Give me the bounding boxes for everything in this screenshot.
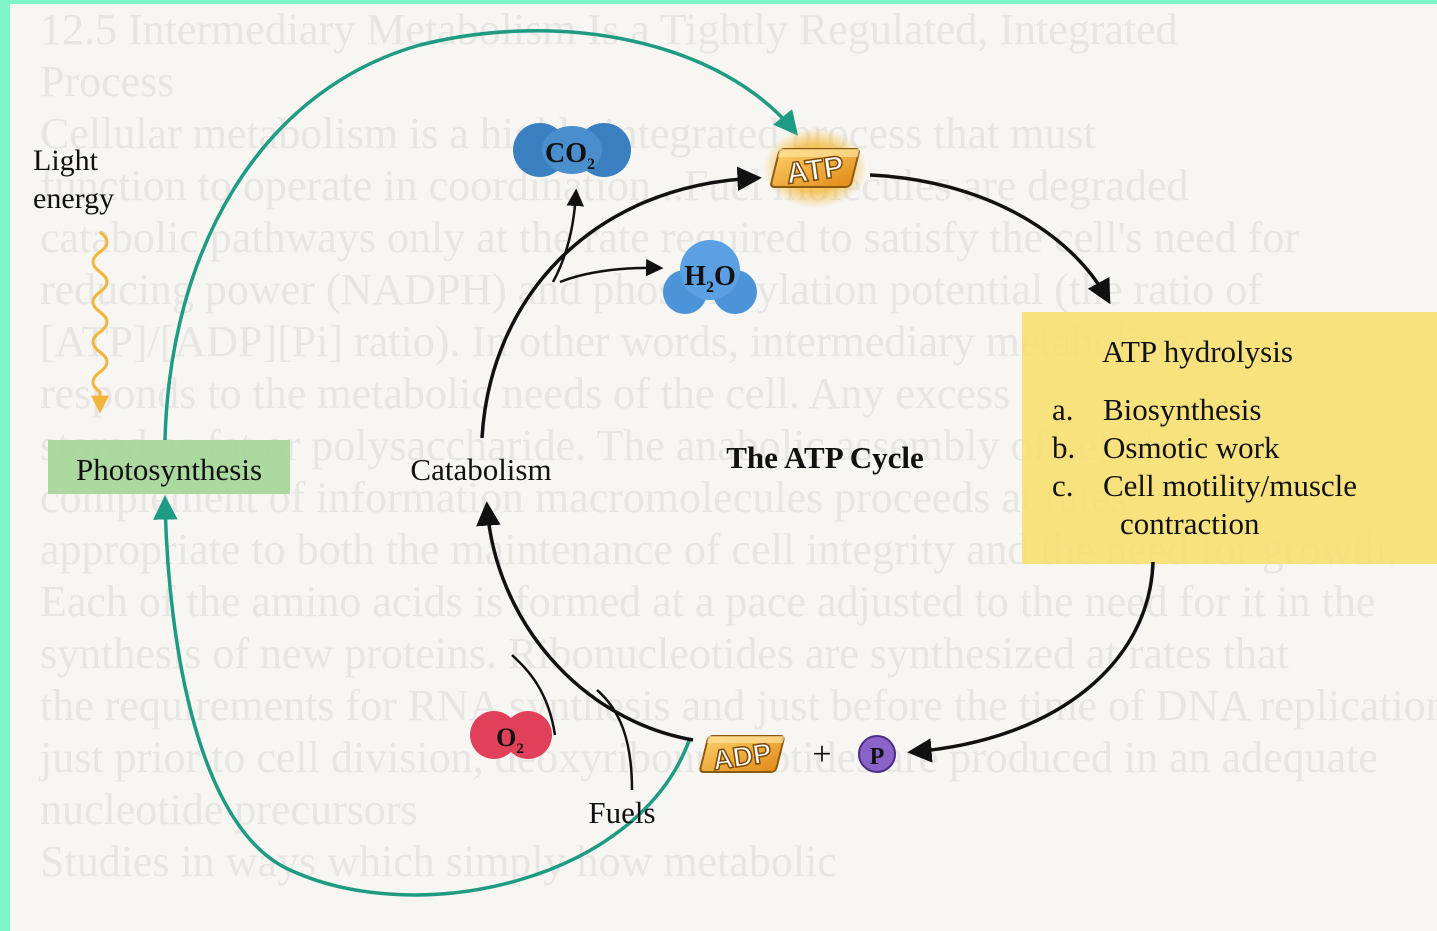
cycle-title: The ATP Cycle <box>726 440 923 475</box>
hydrolysis-item-b-letter: b. <box>1052 430 1075 465</box>
h2o-label: H2O <box>684 261 736 296</box>
phosphate-label: P <box>870 744 885 770</box>
hydrolysis-item-a-text: Biosynthesis <box>1103 392 1261 427</box>
hydrolysis-item-c-letter: c. <box>1052 468 1074 503</box>
atp-block-icon <box>763 128 867 208</box>
fuels-label: Fuels <box>588 795 655 830</box>
to-co2-arrow <box>551 188 584 283</box>
o2-molecule <box>470 711 552 759</box>
catabolism-to-atp-arrow <box>480 166 762 439</box>
photosynthesis-box <box>48 440 290 494</box>
fuels-input-line <box>596 689 634 791</box>
o2-label: O2 <box>496 723 524 757</box>
hydrolysis-heading: ATP hydrolysis <box>1102 334 1293 369</box>
h2o-molecule <box>663 240 757 314</box>
atp-hydrolysis-box <box>1022 312 1437 564</box>
adp-to-photosynthesis-arrow <box>153 495 692 897</box>
hydrolysis-item-a-letter: a. <box>1052 392 1074 427</box>
to-h2o-arrow <box>559 258 664 284</box>
atp-cycle-diagram: CO2 H2O O2 ATP <box>33 29 1437 897</box>
hydrolysis-item-b-text: Osmotic work <box>1103 430 1280 465</box>
light-label: Light <box>33 144 99 177</box>
co2-label: CO2 <box>545 138 595 173</box>
adp-block-icon <box>699 735 785 773</box>
phosphate-sphere-icon <box>858 735 896 773</box>
hydrolysis-item-c-text: Cell motility/muscle <box>1103 468 1357 503</box>
hydrolysis-to-adp-arrow <box>907 561 1155 763</box>
adp-to-catabolism-arrow <box>476 501 694 742</box>
catabolism-label: Catabolism <box>410 452 551 487</box>
plus-sign: + <box>812 736 831 773</box>
textbook-page: 12.5 Intermediary Metabolism Is a Tightl… <box>10 4 1437 931</box>
light-energy-wave-arrow <box>91 230 109 414</box>
hydrolysis-item-c-continuation: contraction <box>1120 506 1260 541</box>
energy-label: energy <box>33 182 114 215</box>
o2-input-line <box>511 654 557 736</box>
light-to-atp-arrow <box>163 29 799 441</box>
co2-molecule <box>513 123 631 177</box>
atp-to-hydrolysis-arrow <box>869 173 1111 305</box>
photosynthesis-label: Photosynthesis <box>76 452 262 487</box>
